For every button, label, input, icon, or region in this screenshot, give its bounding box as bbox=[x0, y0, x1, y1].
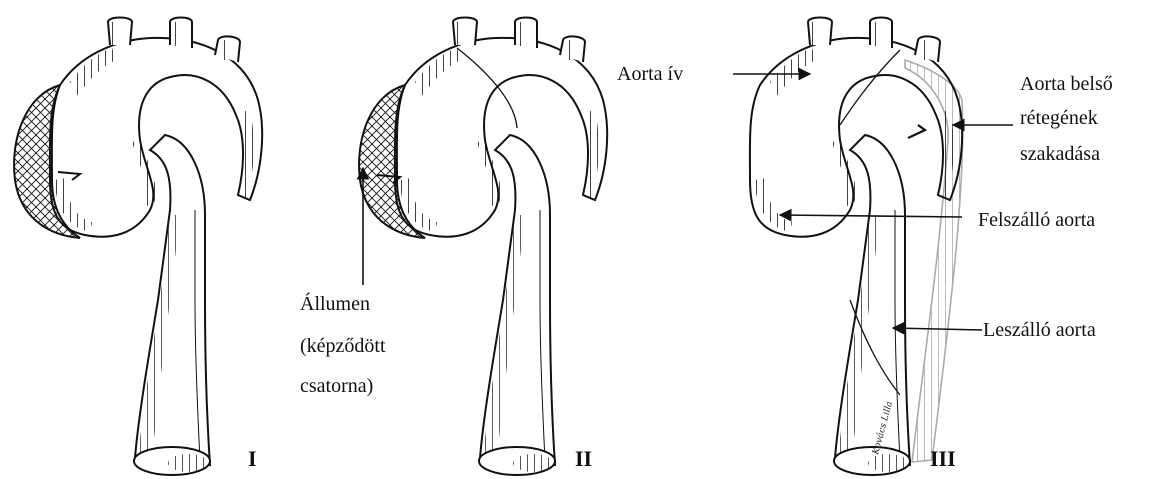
intimal-tear-label-line2: rétegének bbox=[1020, 107, 1098, 129]
panel-2-roman: II bbox=[575, 446, 592, 471]
descending-aorta-label: Leszálló aorta bbox=[983, 319, 1096, 341]
descending-aorta-arrow bbox=[893, 328, 982, 330]
ascending-aorta-label: Felszálló aorta bbox=[978, 209, 1095, 231]
intimal-tear bbox=[908, 125, 925, 138]
false-lumen-label-line2: (képződött bbox=[300, 335, 386, 357]
panel-3: Kovács Lilla III bbox=[750, 18, 963, 476]
panel-1: I bbox=[14, 18, 262, 476]
false-lumen-label-line3: csatorna) bbox=[300, 375, 373, 397]
intimal-tear-label-line3: szakadása bbox=[1020, 143, 1100, 165]
panel-2: II bbox=[359, 18, 607, 476]
panel-1-roman: I bbox=[248, 446, 257, 471]
dissected-false-lumen bbox=[905, 60, 963, 462]
panel-3-roman: III bbox=[930, 446, 956, 471]
false-lumen-label-line1: Állumen bbox=[300, 292, 370, 315]
aortic-arch-label: Aorta ív bbox=[617, 63, 683, 85]
intimal-tear-label-line1: Aorta belső bbox=[1020, 73, 1113, 95]
